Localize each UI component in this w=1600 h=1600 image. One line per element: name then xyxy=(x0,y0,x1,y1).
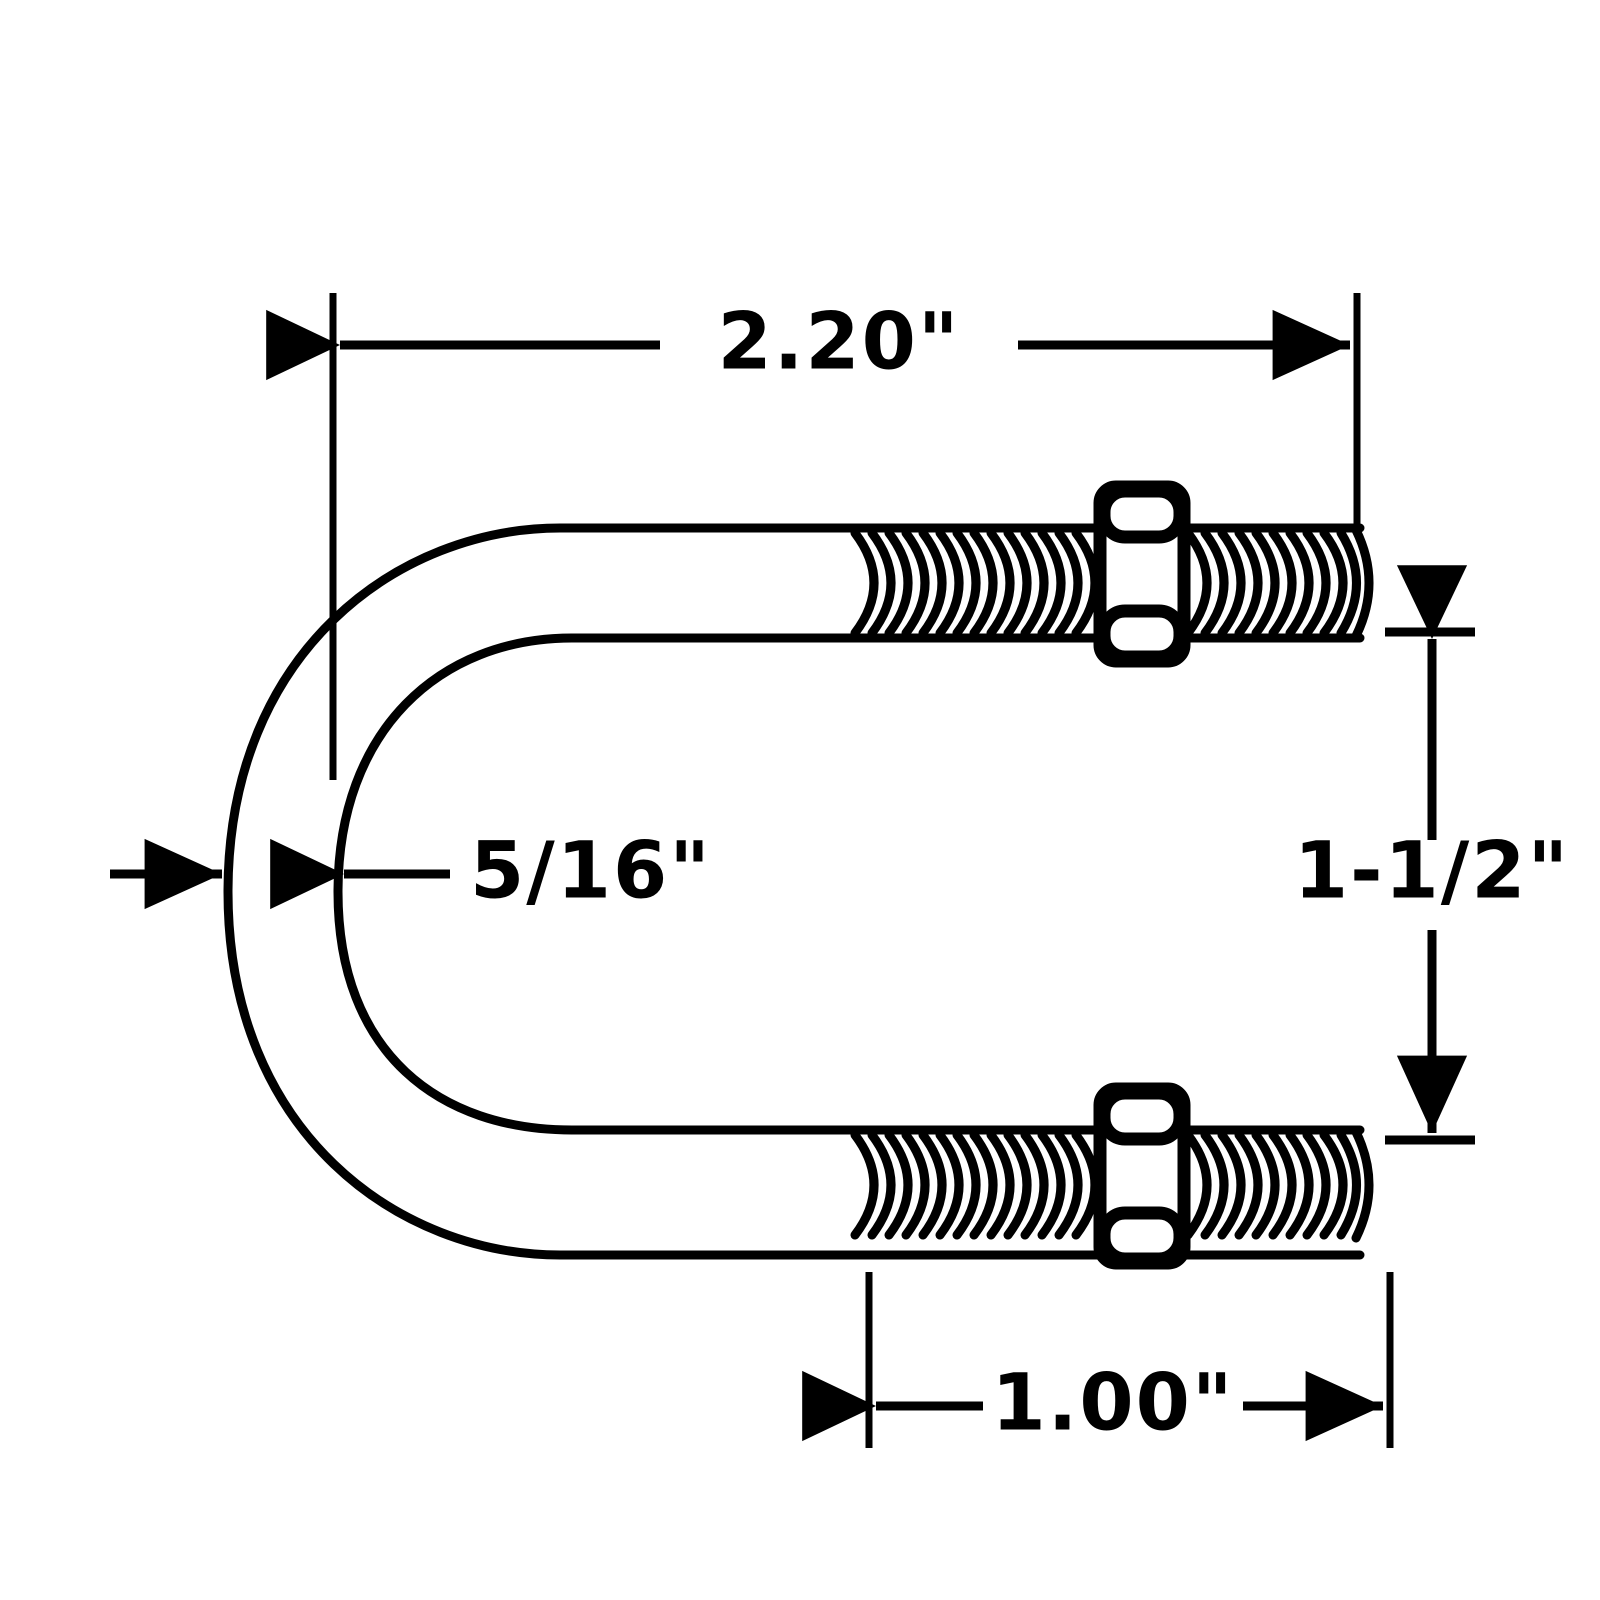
dimension-inside-width xyxy=(1385,565,1475,1145)
dimension-thread-length xyxy=(802,1272,1394,1448)
upper-nut-top-face xyxy=(1097,484,1187,544)
upper-hex-nut xyxy=(1093,480,1191,668)
lower-nut-bottom-face xyxy=(1097,1206,1187,1266)
ubolt-outer-profile xyxy=(223,523,1365,1260)
lower-nut-top-face xyxy=(1097,1086,1187,1146)
lower-arm-threads xyxy=(850,1127,1374,1243)
dimension-overall-length xyxy=(266,293,1361,780)
dimension-label-inside-width: 1-1/2" xyxy=(1294,826,1570,916)
upper-arm-threads xyxy=(850,525,1374,641)
lower-hex-nut xyxy=(1093,1082,1191,1270)
upper-nut-bottom-face xyxy=(1097,604,1187,664)
dimension-label-overall-length: 2.20" xyxy=(717,297,960,387)
dimension-label-thread-length: 1.00" xyxy=(991,1358,1234,1448)
dimension-label-rod-diameter: 5/16" xyxy=(470,826,712,916)
